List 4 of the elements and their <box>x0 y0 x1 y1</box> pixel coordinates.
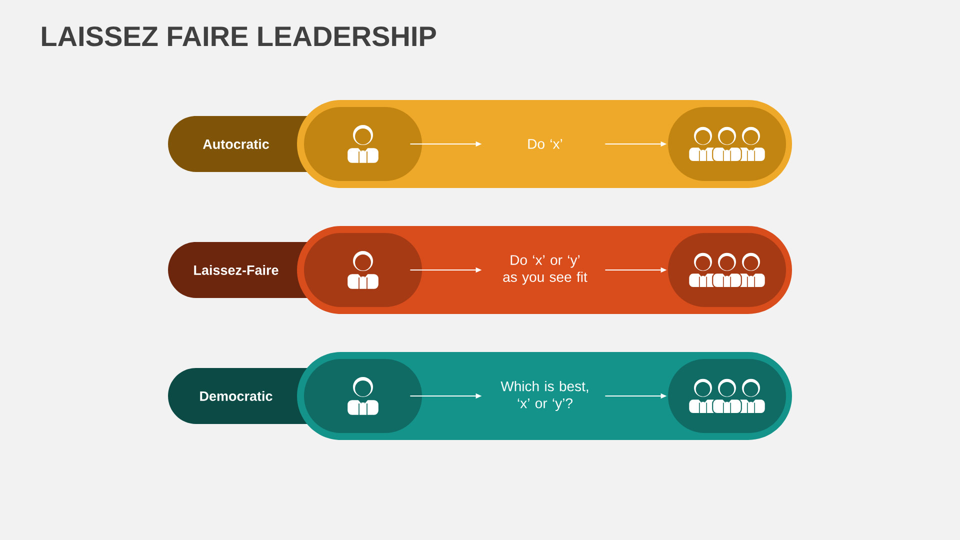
step-text: Do ‘x’ <box>528 139 562 149</box>
step-text: Do ‘x’ or ‘y’ as you see fit <box>503 255 588 285</box>
title: LAISSEZ FAIRE LEADERSHIP <box>42 26 436 46</box>
step-text: Which is best, ‘x’ or ‘y’? <box>500 380 588 411</box>
